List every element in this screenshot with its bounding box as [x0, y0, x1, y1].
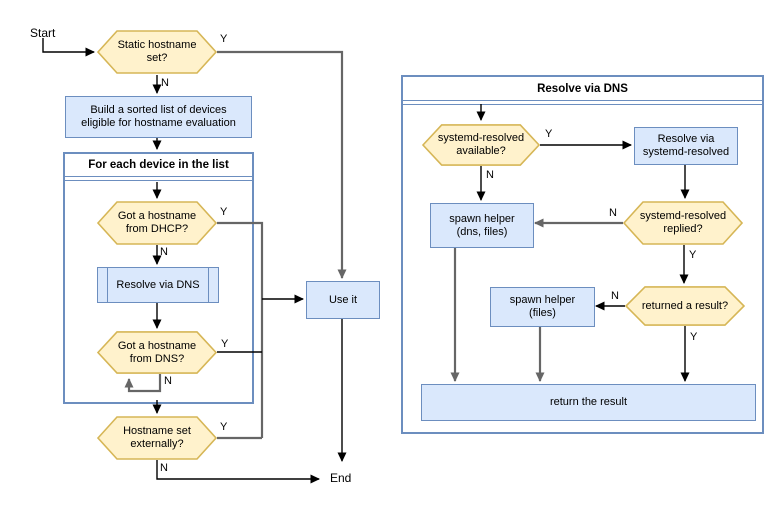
hexagon-shape — [97, 30, 217, 74]
process-resolve-via-systemd-resolved-label: Resolve via systemd-resolved — [642, 133, 730, 158]
label-yes-static: Y — [220, 33, 228, 45]
edge-external-no-to-end — [156, 460, 320, 484]
decision-got-hostname-dns-label: Got a hostname from DNS? — [117, 339, 197, 365]
label-yes-replied: Y — [689, 249, 697, 261]
start-label: Start — [30, 26, 56, 40]
process-use-it-label: Use it — [328, 293, 358, 306]
end-label: End — [330, 471, 352, 485]
decision-got-hostname-dhcp: Got a hostname from DHCP? — [97, 201, 217, 245]
label-yes-result: Y — [690, 331, 698, 343]
decision-systemd-resolved-replied-label: systemd-resolved replied? — [639, 210, 727, 235]
edge-dns-no-loopback — [124, 374, 162, 393]
hexagon-shape — [97, 331, 217, 374]
label-no-available: N — [486, 169, 494, 181]
decision-returned-a-result-label: returned a result? — [641, 299, 729, 312]
process-spawn-helper-dns-files: spawn helper (dns, files) — [430, 203, 534, 248]
decision-systemd-resolved-available: systemd-resolved available? — [422, 124, 540, 166]
process-spawn-helper-dns-files-label: spawn helper (dns, files) — [449, 212, 515, 238]
process-build-list-label: Build a sorted list of devices eligible … — [81, 104, 236, 129]
process-resolve-via-systemd-resolved: Resolve via systemd-resolved — [634, 127, 738, 165]
decision-systemd-resolved-available-label: systemd-resolved available? — [437, 132, 525, 157]
decision-got-hostname-dns: Got a hostname from DNS? — [97, 331, 217, 374]
decision-hostname-set-externally: Hostname set externally? — [97, 416, 217, 460]
edge-start-to-static — [42, 38, 95, 57]
decision-returned-a-result: returned a result? — [625, 286, 745, 326]
process-build-list: Build a sorted list of devices eligible … — [65, 96, 252, 138]
edge-static-yes-to-use-it — [217, 50, 347, 279]
decision-systemd-resolved-replied: systemd-resolved replied? — [623, 201, 743, 245]
label-no-replied: N — [609, 207, 617, 219]
process-return-the-result: return the result — [421, 384, 756, 421]
label-yes-external: Y — [220, 421, 228, 433]
label-yes-dns: Y — [221, 338, 229, 350]
label-no-dns: N — [164, 375, 172, 387]
container-separator — [65, 180, 252, 181]
process-use-it: Use it — [306, 281, 380, 319]
process-spawn-helper-files-label: spawn helper (files) — [509, 294, 576, 319]
decision-hostname-set-externally-label: Hostname set externally? — [123, 425, 191, 450]
edge-dhcp-yes-collector — [217, 221, 264, 438]
decision-static-hostname: Static hostname set? — [97, 30, 217, 74]
process-spawn-helper-files: spawn helper (files) — [490, 287, 595, 327]
label-no-dhcp: N — [160, 246, 168, 258]
label-yes-dhcp: Y — [220, 206, 228, 218]
subprocess-resolve-via-dns: Resolve via DNS — [97, 267, 219, 303]
label-no-static: N — [161, 77, 169, 89]
container-for-each-device-title: For each device in the list — [65, 154, 252, 177]
decision-static-hostname-label: Static hostname set? — [117, 39, 197, 64]
label-yes-available: Y — [545, 128, 553, 140]
subprocess-resolve-via-dns-label: Resolve via DNS — [116, 278, 200, 291]
container-resolve-via-dns-title: Resolve via DNS — [403, 77, 762, 101]
container-separator — [403, 104, 762, 105]
hexagon-shape — [623, 201, 743, 245]
decision-got-hostname-dhcp-label: Got a hostname from DHCP? — [117, 210, 197, 235]
label-no-result: N — [611, 290, 619, 302]
hexagon-shape — [97, 416, 217, 460]
process-return-the-result-label: return the result — [549, 396, 628, 408]
hexagon-shape — [97, 201, 217, 245]
hexagon-shape — [422, 124, 540, 166]
hexagon-shape — [625, 286, 745, 326]
label-no-external: N — [160, 462, 168, 474]
